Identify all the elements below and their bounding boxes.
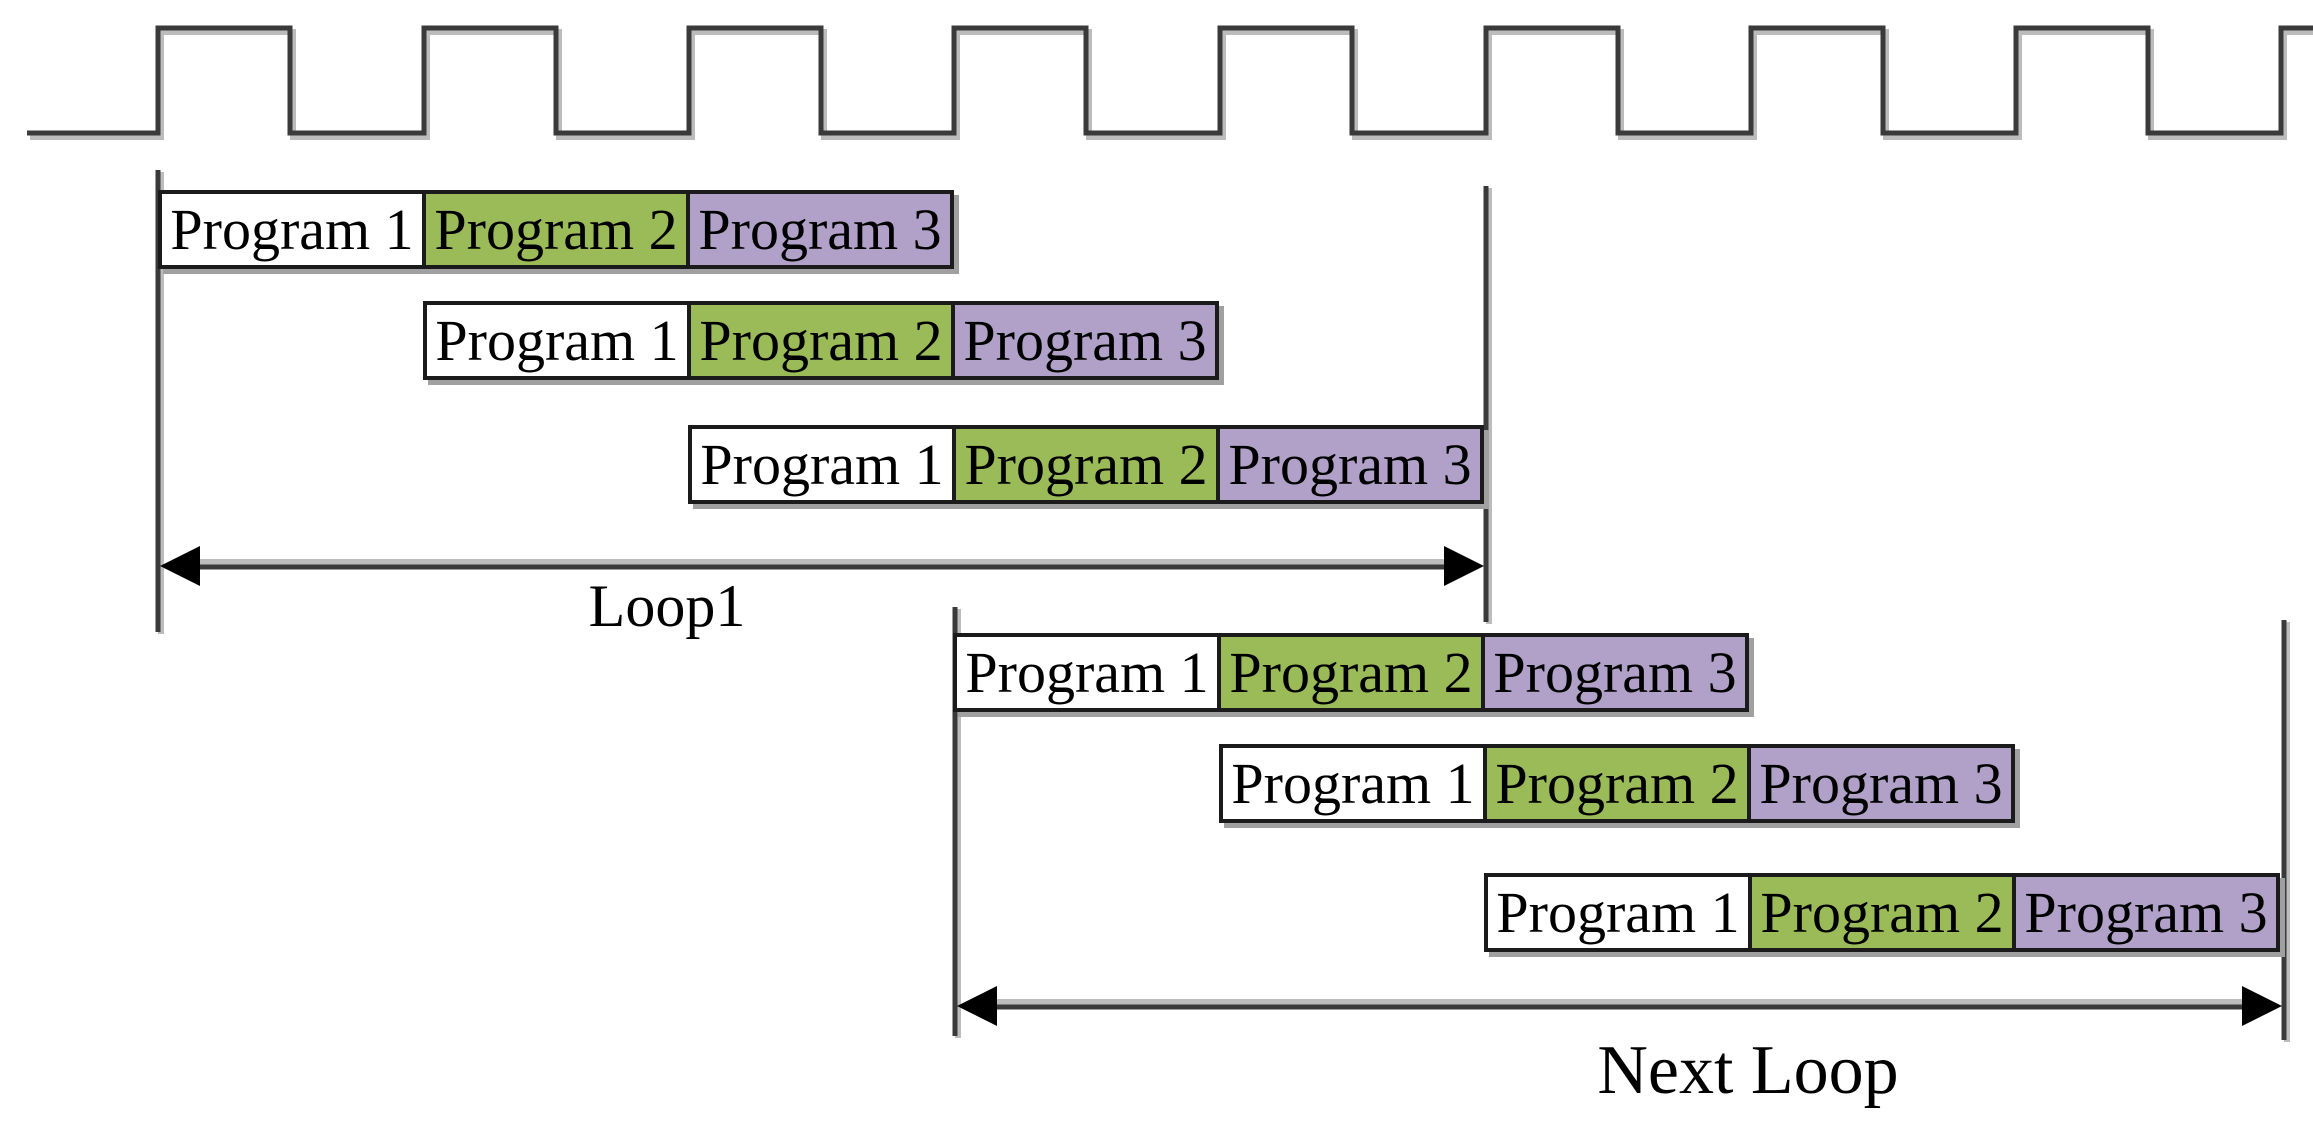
program-2-label: Program 2 [699,307,943,373]
program-1-label: Program 1 [170,196,414,262]
pipeline-row-iteration-2: Program 1 Program 2 Program 3 [423,301,1219,380]
pipeline-row-iteration-5: Program 1 Program 2 Program 3 [1219,744,2015,823]
program-1-label: Program 1 [700,431,944,497]
program-2-box: Program 2 [687,301,955,380]
program-3-box: Program 3 [1747,744,2015,823]
program-2-label: Program 2 [1760,879,2004,945]
loop1-left-arrowhead-icon [160,546,200,586]
program-2-label: Program 2 [434,196,678,262]
clock-waveform-line [27,25,2313,136]
program-3-label: Program 3 [1759,750,2003,816]
program-1-box: Program 1 [158,190,426,269]
program-1-box: Program 1 [1484,873,1752,952]
program-1-label: Program 1 [965,639,1209,705]
program-2-box: Program 2 [1217,633,1485,712]
program-3-box: Program 3 [1481,633,1749,712]
program-2-label: Program 2 [1229,639,1473,705]
program-1-label: Program 1 [435,307,679,373]
program-2-box: Program 2 [1748,873,2016,952]
program-3-label: Program 3 [1228,431,1472,497]
program-3-box: Program 3 [951,301,1219,380]
program-1-label: Program 1 [1231,750,1475,816]
program-1-box: Program 1 [423,301,691,380]
program-3-label: Program 3 [1493,639,1737,705]
next-loop-label: Next Loop [1597,1032,1899,1109]
next-loop-left-arrowhead-icon [957,986,997,1026]
loop1-right-arrowhead-icon [1444,546,1484,586]
program-1-box: Program 1 [953,633,1221,712]
pipeline-row-iteration-3: Program 1 Program 2 Program 3 [688,425,1484,504]
pipeline-row-iteration-6: Program 1 Program 2 Program 3 [1484,873,2280,952]
program-3-box: Program 3 [1216,425,1484,504]
loop1-label: Loop1 [588,573,746,639]
clock-waveform [27,25,2313,140]
program-1-box: Program 1 [1219,744,1487,823]
program-2-label: Program 2 [964,431,1208,497]
program-3-box: Program 3 [686,190,954,269]
program-3-label: Program 3 [2024,879,2268,945]
pipeline-row-iteration-1: Program 1 Program 2 Program 3 [158,190,954,269]
program-2-box: Program 2 [952,425,1220,504]
program-2-label: Program 2 [1495,750,1739,816]
program-3-label: Program 3 [698,196,942,262]
program-1-label: Program 1 [1496,879,1740,945]
next-loop-span [952,607,2290,1042]
program-1-box: Program 1 [688,425,956,504]
program-2-box: Program 2 [422,190,690,269]
program-3-box: Program 3 [2012,873,2280,952]
program-3-label: Program 3 [963,307,1207,373]
pipeline-row-iteration-4: Program 1 Program 2 Program 3 [953,633,1749,712]
next-loop-right-arrowhead-icon [2242,986,2282,1026]
program-2-box: Program 2 [1483,744,1751,823]
clock-waveform-shadow [30,29,2313,140]
